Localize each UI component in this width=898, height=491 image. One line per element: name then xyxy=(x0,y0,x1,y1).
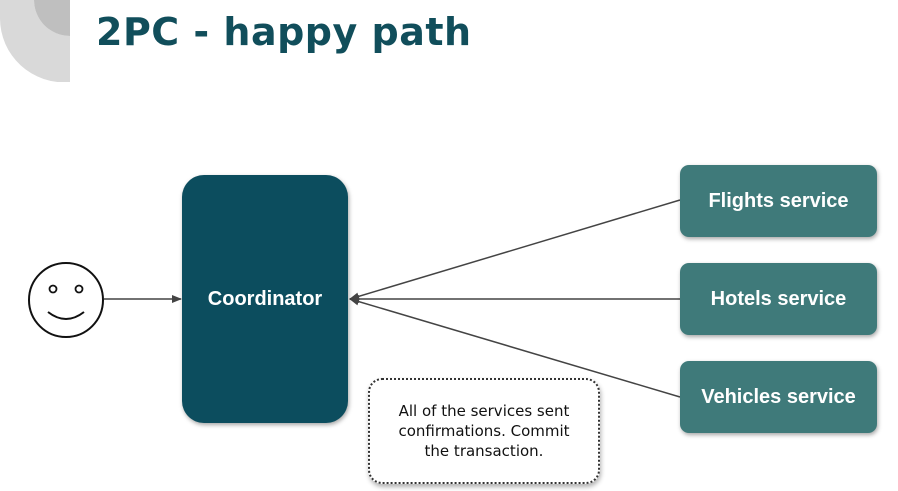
note-text: All of the services sent confirmations. … xyxy=(398,402,570,460)
vehicles-service-box: Vehicles service xyxy=(680,361,877,433)
hotels-service-box: Hotels service xyxy=(680,263,877,335)
flights-service-box: Flights service xyxy=(680,165,877,237)
corner-decoration xyxy=(0,0,70,82)
flights-service-label: Flights service xyxy=(708,189,849,212)
coordinator-label: Coordinator xyxy=(207,287,323,310)
arrow-vehicles-to-coordinator xyxy=(349,297,681,398)
coordinator-box: Coordinator xyxy=(182,175,348,423)
smiley-face-icon xyxy=(28,262,104,338)
slide-title: 2PC - happy path xyxy=(96,10,472,54)
arrow-flights-to-coordinator xyxy=(349,199,681,301)
vehicles-service-label: Vehicles service xyxy=(701,385,856,408)
hotels-service-label: Hotels service xyxy=(710,287,847,310)
note-callout: All of the services sent confirmations. … xyxy=(368,378,600,484)
